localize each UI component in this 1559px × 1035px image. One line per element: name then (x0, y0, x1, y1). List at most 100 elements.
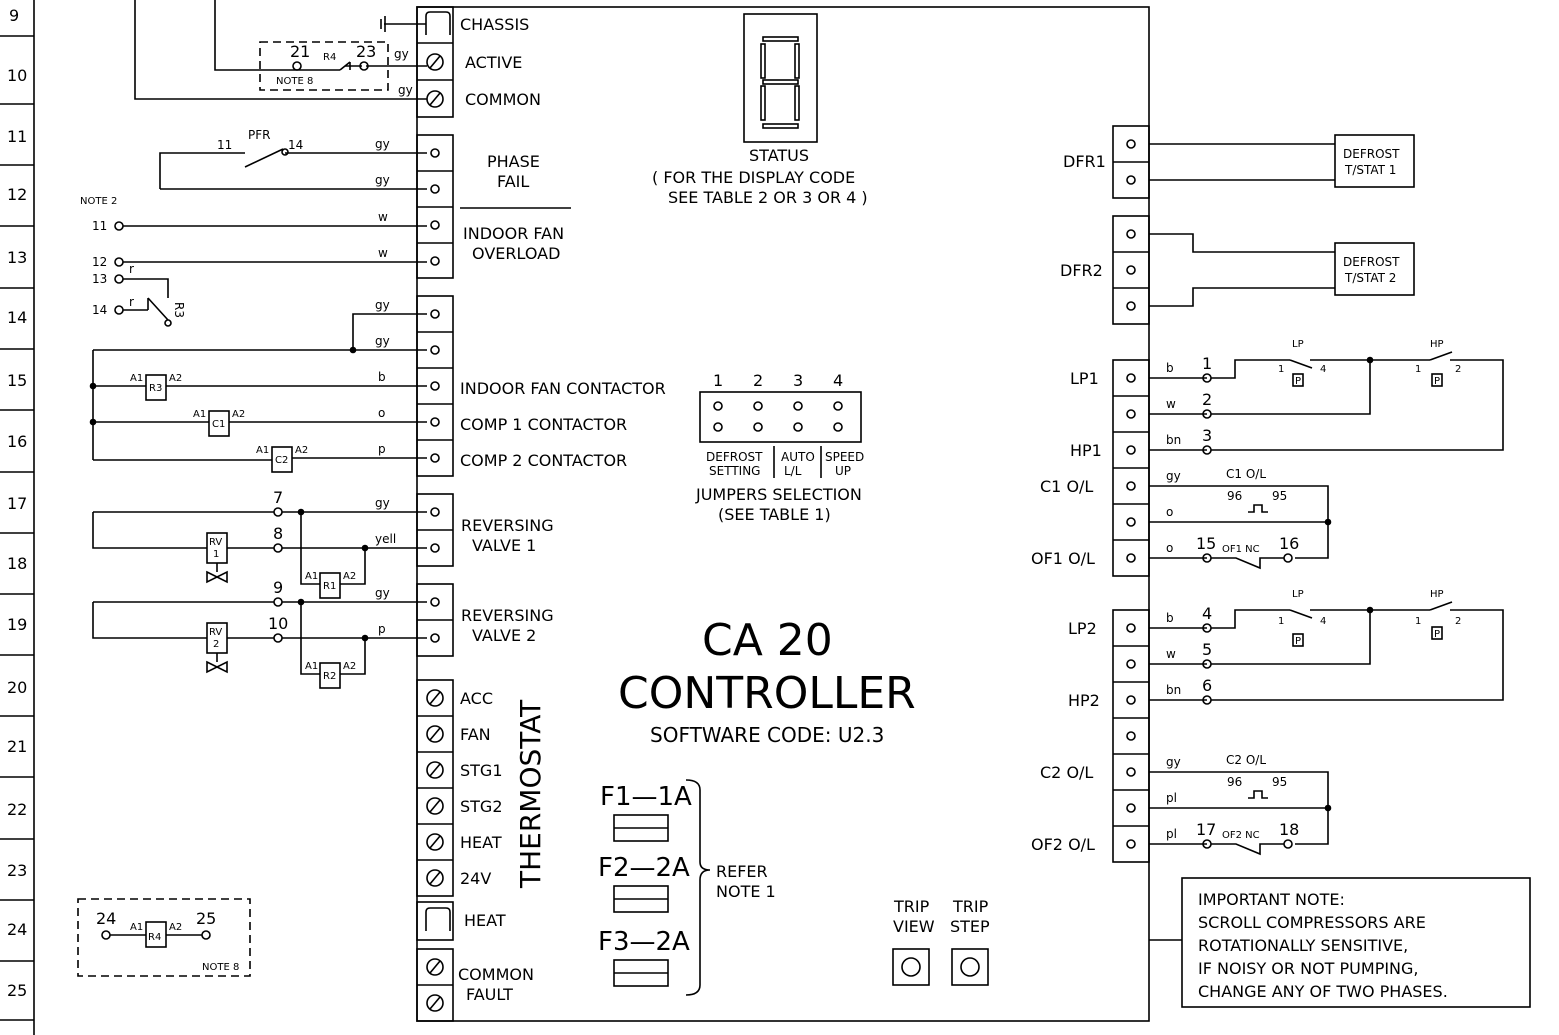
valve-label: RV (209, 537, 222, 548)
of2-ol-label: OF2 O/L (1031, 835, 1095, 854)
row-number: 9 (9, 6, 19, 25)
lp2-hp2-circuit: b w bn 4 5 6 P LP 1 4 P HP 1 2 (1149, 589, 1504, 705)
relay-label: R3 (149, 383, 162, 394)
hp2-label: HP2 (1068, 691, 1100, 710)
switch-pin: 2 (1455, 364, 1461, 375)
wire-color: r (129, 262, 134, 276)
jumper-speed-label: SPEED (825, 450, 864, 464)
pressure-symbol: P (1434, 376, 1440, 387)
row-ruler: 9 10 11 12 13 14 15 16 17 18 19 20 21 22… (0, 0, 35, 1035)
trip-step-label: STEP (950, 917, 990, 936)
row-number: 18 (7, 554, 27, 573)
switch-pin: 96 (1227, 489, 1242, 503)
terminal-number: 7 (273, 488, 283, 507)
common-fault-label: COMMON (458, 965, 534, 984)
ground-icon (380, 16, 426, 32)
terminal-number: 1 (1202, 354, 1212, 373)
coil-pin: A1 (130, 373, 143, 384)
trip-view-button[interactable] (892, 948, 930, 986)
status-note: SEE TABLE 2 OR 3 OR 4 ) (668, 188, 868, 207)
defrost-tstat-label: T/STAT 2 (1344, 271, 1396, 285)
switch-pin: 2 (1455, 616, 1461, 627)
row-number: 10 (7, 66, 27, 85)
wire-color: o (1166, 505, 1173, 519)
wire-color: gy (1166, 755, 1181, 769)
terminal-number: 9 (273, 578, 283, 597)
coil-pin: A1 (193, 409, 206, 420)
stg1-label: STG1 (460, 761, 503, 780)
phase-fail-label: FAIL (497, 172, 529, 191)
refer-note: NOTE 1 (716, 882, 776, 901)
wire-color: gy (375, 586, 390, 600)
controller-title: CA 20 (702, 615, 833, 666)
fuse-label: F1—1A (600, 782, 692, 812)
terminal-number: 14 (92, 303, 107, 317)
terminal-number: 21 (290, 42, 310, 61)
c2-of2-circuit: gy pl pl C2 O/L 96 95 17 18 OF2 NC (1149, 753, 1332, 856)
note-label: NOTE 8 (276, 76, 313, 87)
acc-label: ACC (460, 689, 493, 708)
wire-color: gy (375, 334, 390, 348)
relay-label: R1 (323, 581, 336, 592)
trip-step-button[interactable] (951, 948, 989, 986)
terminal-number: 8 (273, 524, 283, 543)
right-pin-circles (1126, 139, 1136, 849)
row-number: 14 (7, 308, 27, 327)
common-fault-label: FAULT (466, 985, 513, 1004)
relay-label: C1 (212, 419, 225, 430)
reversing-valve-2-label: VALVE 2 (472, 626, 536, 645)
relay-label: R4 (148, 932, 161, 943)
dfr2-label: DFR2 (1060, 261, 1103, 280)
wire-color: b (1166, 611, 1174, 625)
seven-segment (760, 36, 800, 129)
wire-color: gy (375, 173, 390, 187)
common-label: COMMON (465, 90, 541, 109)
terminal-number: 6 (1202, 676, 1212, 695)
coil-pin: A1 (130, 922, 143, 933)
relay-r4-note8: 24 25 A1 R4 A2 NOTE 8 (77, 898, 251, 977)
valve-label: 2 (213, 639, 219, 650)
heat-terminal-label: HEAT (464, 911, 506, 930)
status-label: STATUS (749, 146, 809, 165)
note-label: NOTE 8 (202, 962, 239, 973)
row-number: 19 (7, 615, 27, 634)
c1-of1-circuit: gy o o C1 O/L 96 95 15 16 OF1 NC (1149, 467, 1332, 570)
reversing-valve-1-label: VALVE 1 (472, 536, 536, 555)
screw-terminals (426, 53, 444, 1012)
c1-ol-label: C1 O/L (1040, 477, 1093, 496)
of1-ol-label: OF1 O/L (1031, 549, 1095, 568)
wire-color: p (378, 442, 386, 456)
wire-color: gy (398, 83, 413, 97)
lp1-hp1-circuit: b w bn 1 2 3 P LP 1 4 P HP 1 2 (1149, 339, 1504, 455)
row-number: 24 (7, 920, 27, 939)
wire-color: o (378, 406, 385, 420)
valve-label: 1 (213, 549, 219, 560)
reversing-valve-1-label: REVERSING (461, 516, 554, 535)
switch-pin: 95 (1272, 489, 1287, 503)
terminal-number: 12 (92, 255, 107, 269)
row-number: 17 (7, 494, 27, 513)
wire-color: bn (1166, 433, 1181, 447)
overload-label: C2 O/L (1226, 753, 1266, 767)
terminal-number: 2 (1202, 390, 1212, 409)
important-note-line: ROTATIONALLY SENSITIVE, (1198, 936, 1408, 955)
terminal-number: 25 (196, 909, 216, 928)
switch-pin: 1 (1415, 616, 1421, 627)
fan-label: FAN (460, 725, 491, 744)
important-note-line: SCROLL COMPRESSORS ARE (1198, 913, 1426, 932)
terminal-number: 11 (217, 138, 232, 152)
wire-color: w (378, 246, 388, 260)
jumpers-block: 1 2 3 4 DEFROST SETTING AUTO L/L SPEED U… (695, 371, 864, 524)
row-number: 16 (7, 432, 27, 451)
pressure-symbol: P (1434, 629, 1440, 640)
relay-label: R2 (323, 671, 336, 682)
trip-view-label: VIEW (893, 917, 935, 936)
coil-pin: A2 (343, 661, 356, 672)
defrost-tstat-1: DEFROST T/STAT 1 (1149, 134, 1415, 188)
thermostat-label: THERMOSTAT (514, 699, 547, 889)
status-note: ( FOR THE DISPLAY CODE (652, 168, 855, 187)
coil-pin: A2 (169, 373, 182, 384)
row-number: 23 (7, 861, 27, 880)
coil-pin: A2 (232, 409, 245, 420)
